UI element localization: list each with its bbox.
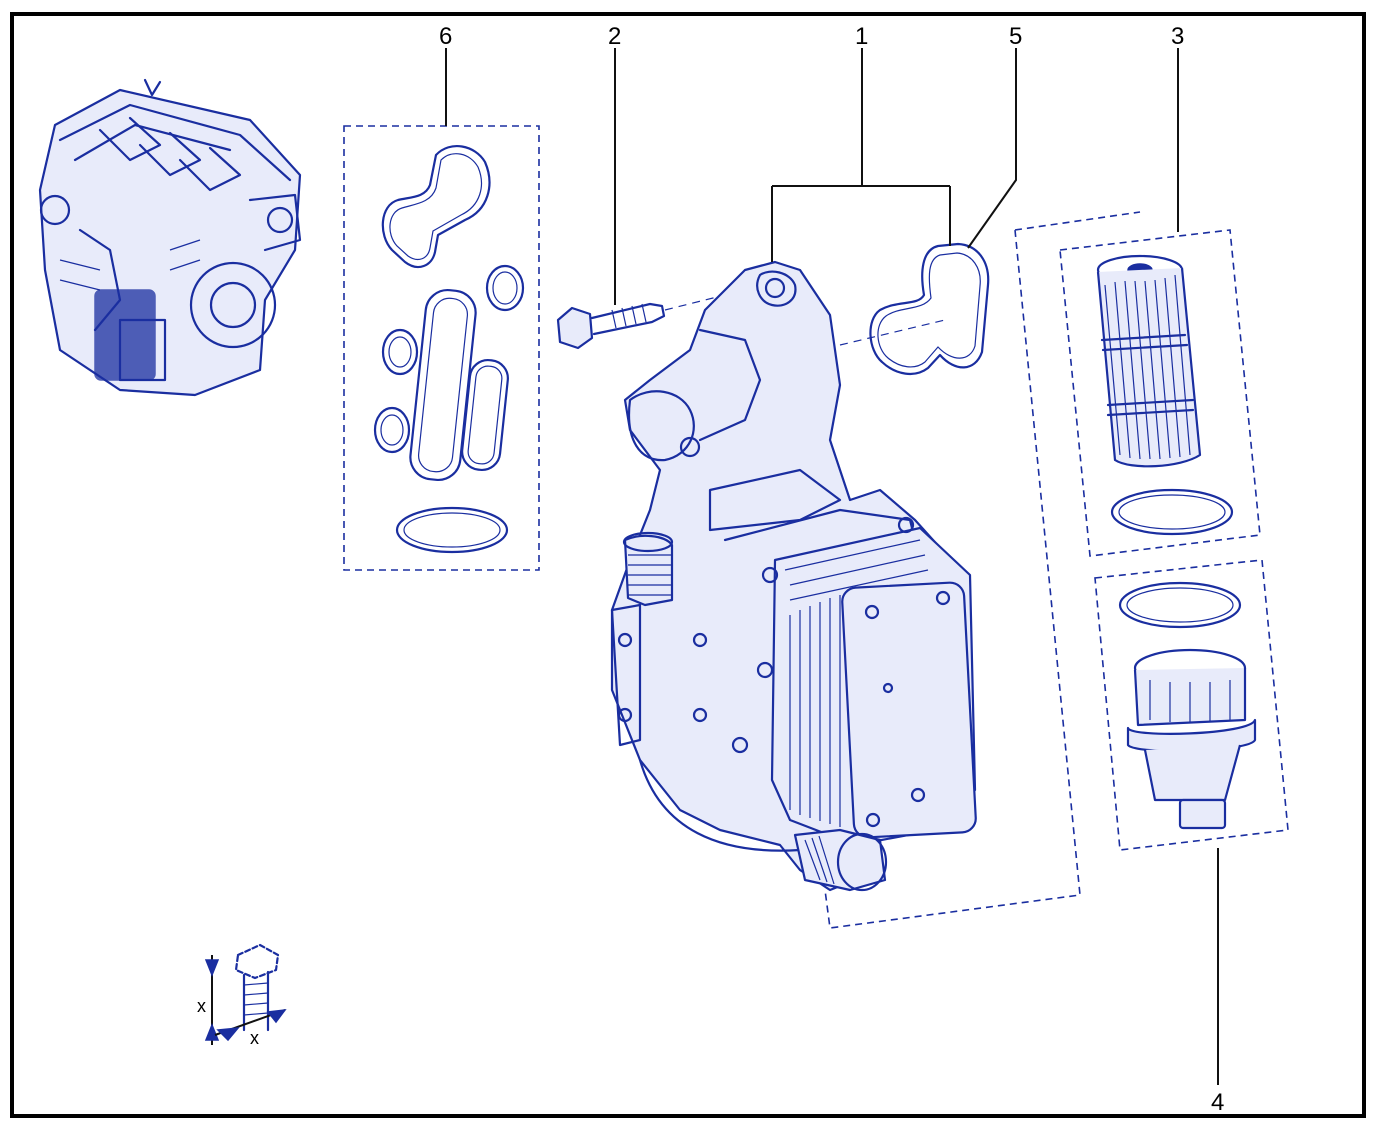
housing-gasket <box>839 242 990 376</box>
oil-filter-housing-assembly <box>610 260 977 892</box>
leader-lines <box>445 48 1219 1085</box>
bolt-dimension-symbol: x x <box>197 943 287 1048</box>
dimension-label-vertical: x <box>197 996 206 1016</box>
callout-5: 5 <box>1009 23 1022 50</box>
oil-filter-cap <box>1118 581 1257 830</box>
callout-3: 3 <box>1171 23 1184 50</box>
leader-5 <box>967 48 1017 249</box>
callout-1: 1 <box>855 23 868 50</box>
callout-2: 2 <box>608 23 621 50</box>
callout-4: 4 <box>1211 1089 1224 1116</box>
dimension-label-horizontal: x <box>250 1028 259 1048</box>
leader-1 <box>771 48 951 262</box>
engine-overview-illustration <box>38 78 302 397</box>
oil-filter-element <box>1096 254 1234 536</box>
callout-6: 6 <box>439 23 452 50</box>
mounting-bolt <box>556 289 746 350</box>
filter-element-box <box>1059 229 1261 557</box>
filter-group-bracket <box>824 211 1141 929</box>
filter-cap-box <box>1094 559 1289 851</box>
gasket-kit-box <box>343 125 540 571</box>
gasket-kit <box>373 145 525 554</box>
diagram-frame <box>10 12 1366 1118</box>
